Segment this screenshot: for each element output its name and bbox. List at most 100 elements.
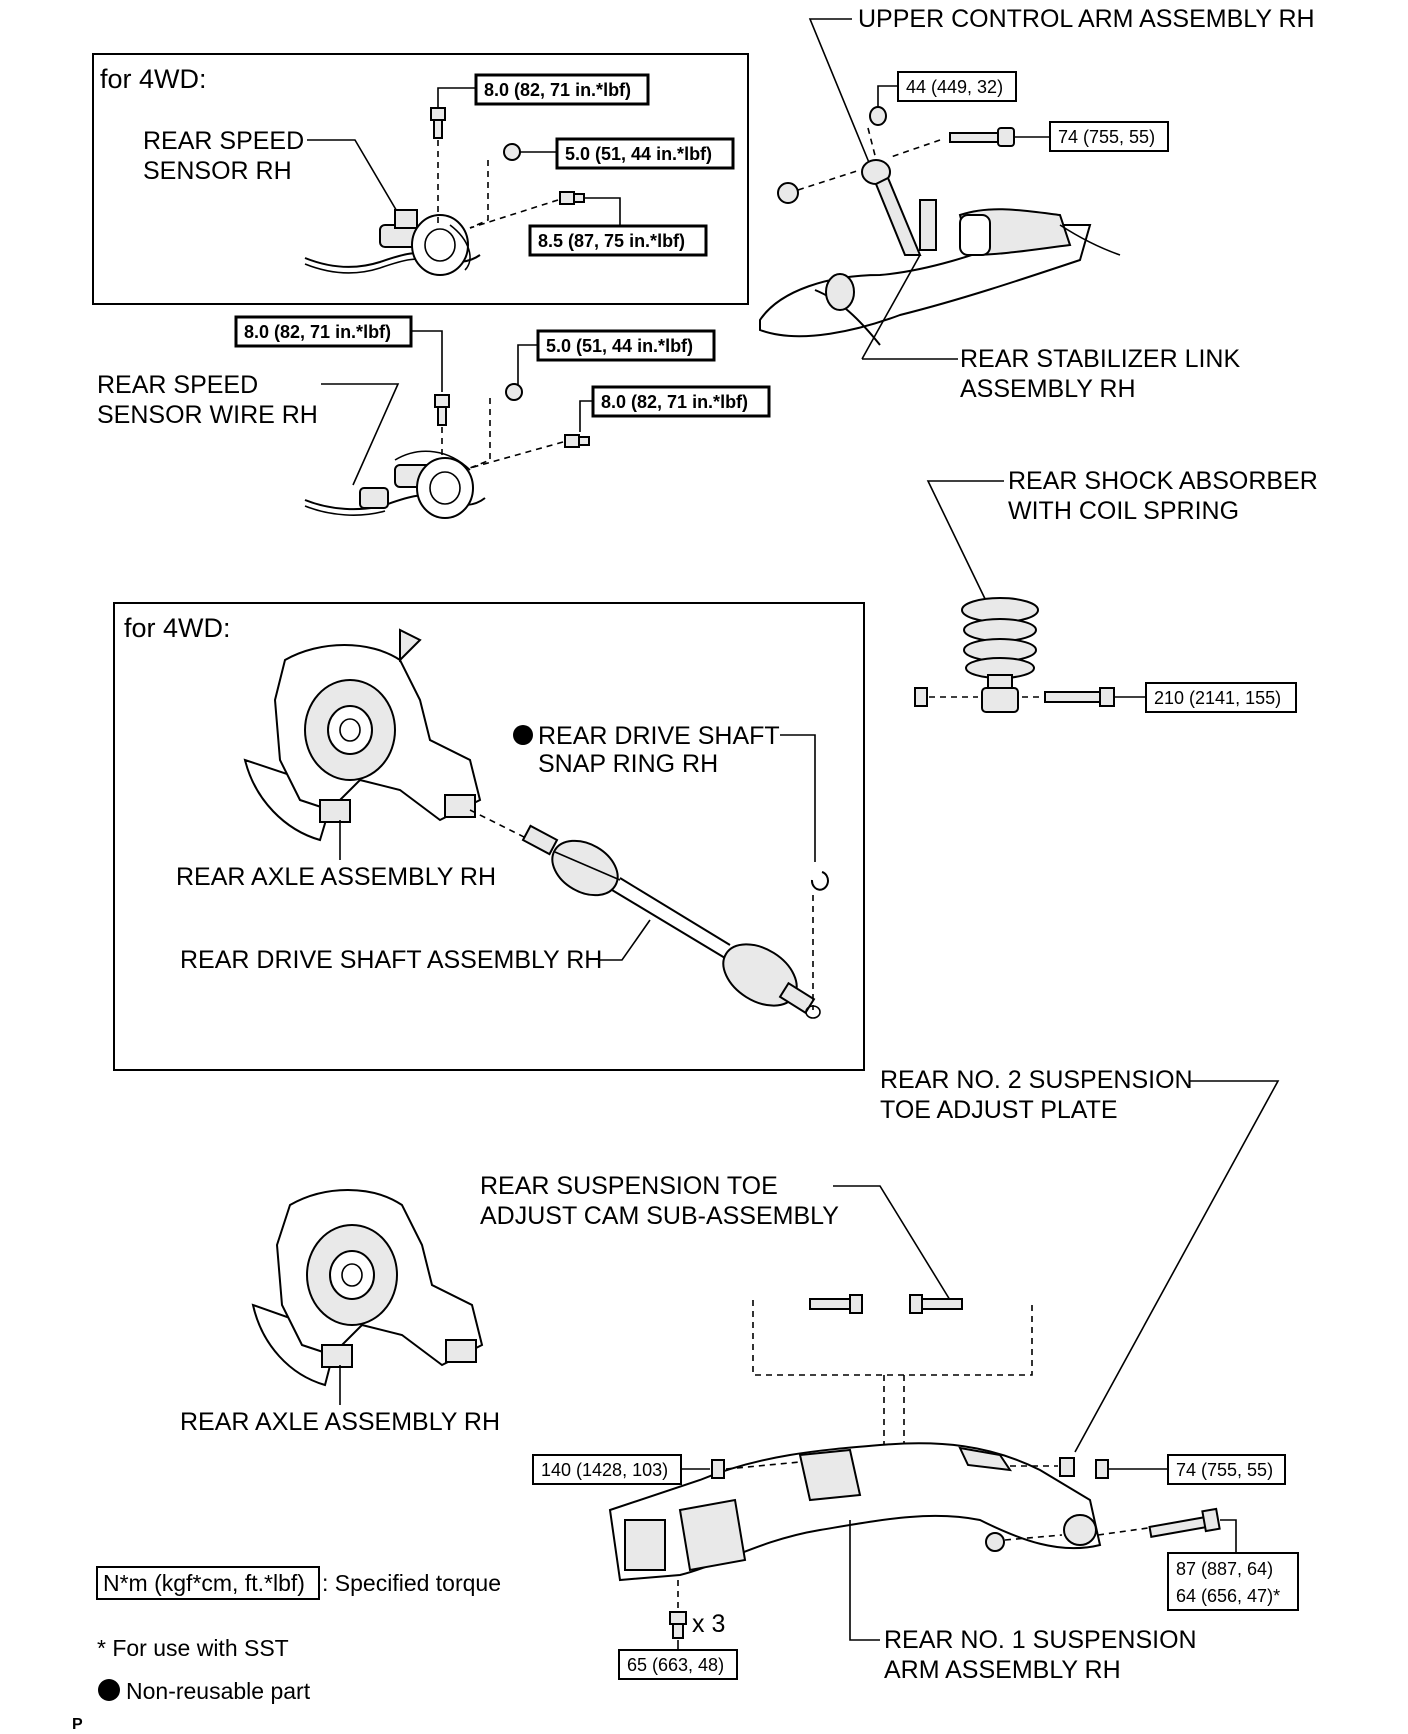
dash-line xyxy=(469,441,564,469)
torque-sensor-bolt2: 8.5 (87, 75 in.*lbf) xyxy=(538,231,685,251)
leader-arm xyxy=(849,1520,880,1641)
arm-bolt xyxy=(1148,1507,1221,1538)
torque-box-upper-bolt xyxy=(1049,121,1169,152)
wire-bolt-top xyxy=(434,394,450,426)
torque-sensor-bolt: 8.0 (82, 71 in.*lbf) xyxy=(484,80,631,100)
legend-sst-note: * For use with SST xyxy=(97,1635,289,1661)
legend-torque-desc: : Specified torque xyxy=(322,1570,501,1596)
speed-sensor-drawing xyxy=(304,209,481,276)
label-toe-cam-line2: ADJUST CAM SUB-ASSEMBLY xyxy=(480,1202,839,1230)
leader-toe-cam xyxy=(833,1185,951,1301)
torque-box-shock xyxy=(1145,682,1297,713)
legend-nonreusable: Non-reusable part xyxy=(126,1678,311,1704)
label-arm-line2: ARM ASSEMBLY RH xyxy=(884,1656,1121,1684)
dash-line xyxy=(1097,1527,1149,1536)
label-stabilizer-line2: ASSEMBLY RH xyxy=(960,375,1136,403)
leader-speed-sensor-wire xyxy=(321,383,400,486)
label-toe-plate-line2: TOE ADJUST PLATE xyxy=(880,1096,1118,1124)
leader-upper-control-arm xyxy=(808,18,871,166)
leader-toe-plate xyxy=(1074,1080,1280,1453)
rear-axle-drawing xyxy=(251,1189,484,1387)
torque-arm-bottom: 65 (663, 48) xyxy=(627,1655,724,1675)
torque-box-wire-bolt2 xyxy=(591,385,771,418)
torque-wire-bolt2: 8.0 (82, 71 in.*lbf) xyxy=(601,392,748,412)
torque-box-wire-nut xyxy=(536,329,716,362)
rear-axle-inset-drawing xyxy=(243,628,482,842)
toe-plate-part xyxy=(1059,1457,1075,1477)
leader xyxy=(437,87,476,108)
snap-ring-part xyxy=(810,871,829,891)
legend-torque-unit: N*m (kgf*cm, ft.*lbf) xyxy=(103,1570,305,1596)
dash-bracket xyxy=(752,1300,1033,1376)
dash-line xyxy=(797,169,861,191)
torque-arm-bolt-2: 64 (656, 47)* xyxy=(1176,1586,1280,1606)
legend-nonreusable-dot xyxy=(98,1679,120,1701)
leader xyxy=(411,330,443,392)
torque-upper-nut: 44 (449, 32) xyxy=(906,77,1003,97)
label-rear-speed-sensor-wire-line2: SENSOR WIRE RH xyxy=(97,401,318,429)
label-rear-speed-sensor-wire-line1: REAR SPEED xyxy=(97,371,258,399)
torque-sensor-nut: 5.0 (51, 44 in.*lbf) xyxy=(565,144,712,164)
arm-nut-bolt xyxy=(985,1532,1005,1552)
inset-title-top: for 4WD: xyxy=(100,64,207,94)
drive-shaft-drawing xyxy=(521,824,821,1019)
label-snap-ring-line2: SNAP RING RH xyxy=(538,750,718,778)
wire-nut xyxy=(505,383,523,401)
torque-arm-left: 140 (1428, 103) xyxy=(541,1460,668,1480)
arm-bottom-bolt xyxy=(669,1611,687,1639)
dash-line xyxy=(1004,1534,1063,1541)
label-stabilizer-line1: REAR STABILIZER LINK xyxy=(960,345,1240,373)
torque-box-sensor-bolt xyxy=(474,73,650,106)
torque-box-wire-bolt xyxy=(234,315,413,348)
torque-box-sensor-bolt2 xyxy=(528,224,708,257)
arm-nut-right xyxy=(1095,1459,1109,1479)
leader-drive-shaft xyxy=(598,919,651,961)
label-rear-drive-shaft: REAR DRIVE SHAFT ASSEMBLY RH xyxy=(180,946,602,974)
dash-line xyxy=(469,160,489,229)
leader xyxy=(579,400,593,432)
label-toe-plate-line1: REAR NO. 2 SUSPENSION xyxy=(880,1066,1193,1094)
label-toe-cam-line1: REAR SUSPENSION TOE xyxy=(480,1172,778,1200)
label-shock-line2: WITH COIL SPRING xyxy=(1008,497,1239,525)
suspension-arm-drawing xyxy=(608,1442,1102,1582)
leader xyxy=(517,344,538,385)
label-arm-line1: REAR NO. 1 SUSPENSION xyxy=(884,1626,1197,1654)
shock-bolt xyxy=(1044,687,1115,707)
torque-wire-bolt: 8.0 (82, 71 in.*lbf) xyxy=(244,322,391,342)
speed-sensor-wire-drawing xyxy=(304,450,486,519)
footer-code: P xyxy=(72,1716,83,1733)
sensor-bolt-top xyxy=(430,107,446,139)
dash-line xyxy=(469,398,491,469)
nonreusable-dot-snap-ring xyxy=(513,725,533,745)
leader-speed-sensor xyxy=(307,139,406,226)
upper-control-arm-drawing xyxy=(759,159,1121,346)
sensor-nut xyxy=(503,143,521,161)
toe-cam-bolts xyxy=(809,1294,963,1314)
leader-snap-ring xyxy=(780,734,816,862)
arm-nut-left xyxy=(711,1459,725,1479)
dash-line xyxy=(725,1461,801,1470)
dash-line xyxy=(867,127,881,176)
inset-title-middle: for 4WD: xyxy=(124,613,231,643)
leader xyxy=(1220,1519,1237,1553)
torque-arm-right: 74 (755, 55) xyxy=(1176,1460,1273,1480)
wire-bolt-side xyxy=(564,434,590,448)
upper-arm-bolt xyxy=(949,127,1015,147)
leader-stabilizer xyxy=(861,254,921,360)
shock-absorber-drawing xyxy=(961,597,1039,713)
label-rear-axle-inset: REAR AXLE ASSEMBLY RH xyxy=(176,863,496,891)
label-upper-control-arm: UPPER CONTROL ARM ASSEMBLY RH xyxy=(858,5,1315,33)
torque-upper-bolt: 74 (755, 55) xyxy=(1058,127,1155,147)
torque-arm-bolt-1: 87 (887, 64) xyxy=(1176,1559,1273,1579)
torque-wire-nut: 5.0 (51, 44 in.*lbf) xyxy=(546,336,693,356)
leader-shock xyxy=(926,480,1004,606)
legend-torque-box xyxy=(96,1566,320,1600)
dash-line xyxy=(469,809,531,841)
label-rear-speed-sensor-line2: SENSOR RH xyxy=(143,157,292,185)
leader xyxy=(877,85,898,108)
dash-line xyxy=(469,199,559,229)
torque-box-arm-right xyxy=(1167,1454,1286,1485)
torque-box-arm-bottom xyxy=(618,1649,738,1680)
torque-box-sensor-nut xyxy=(555,137,735,170)
